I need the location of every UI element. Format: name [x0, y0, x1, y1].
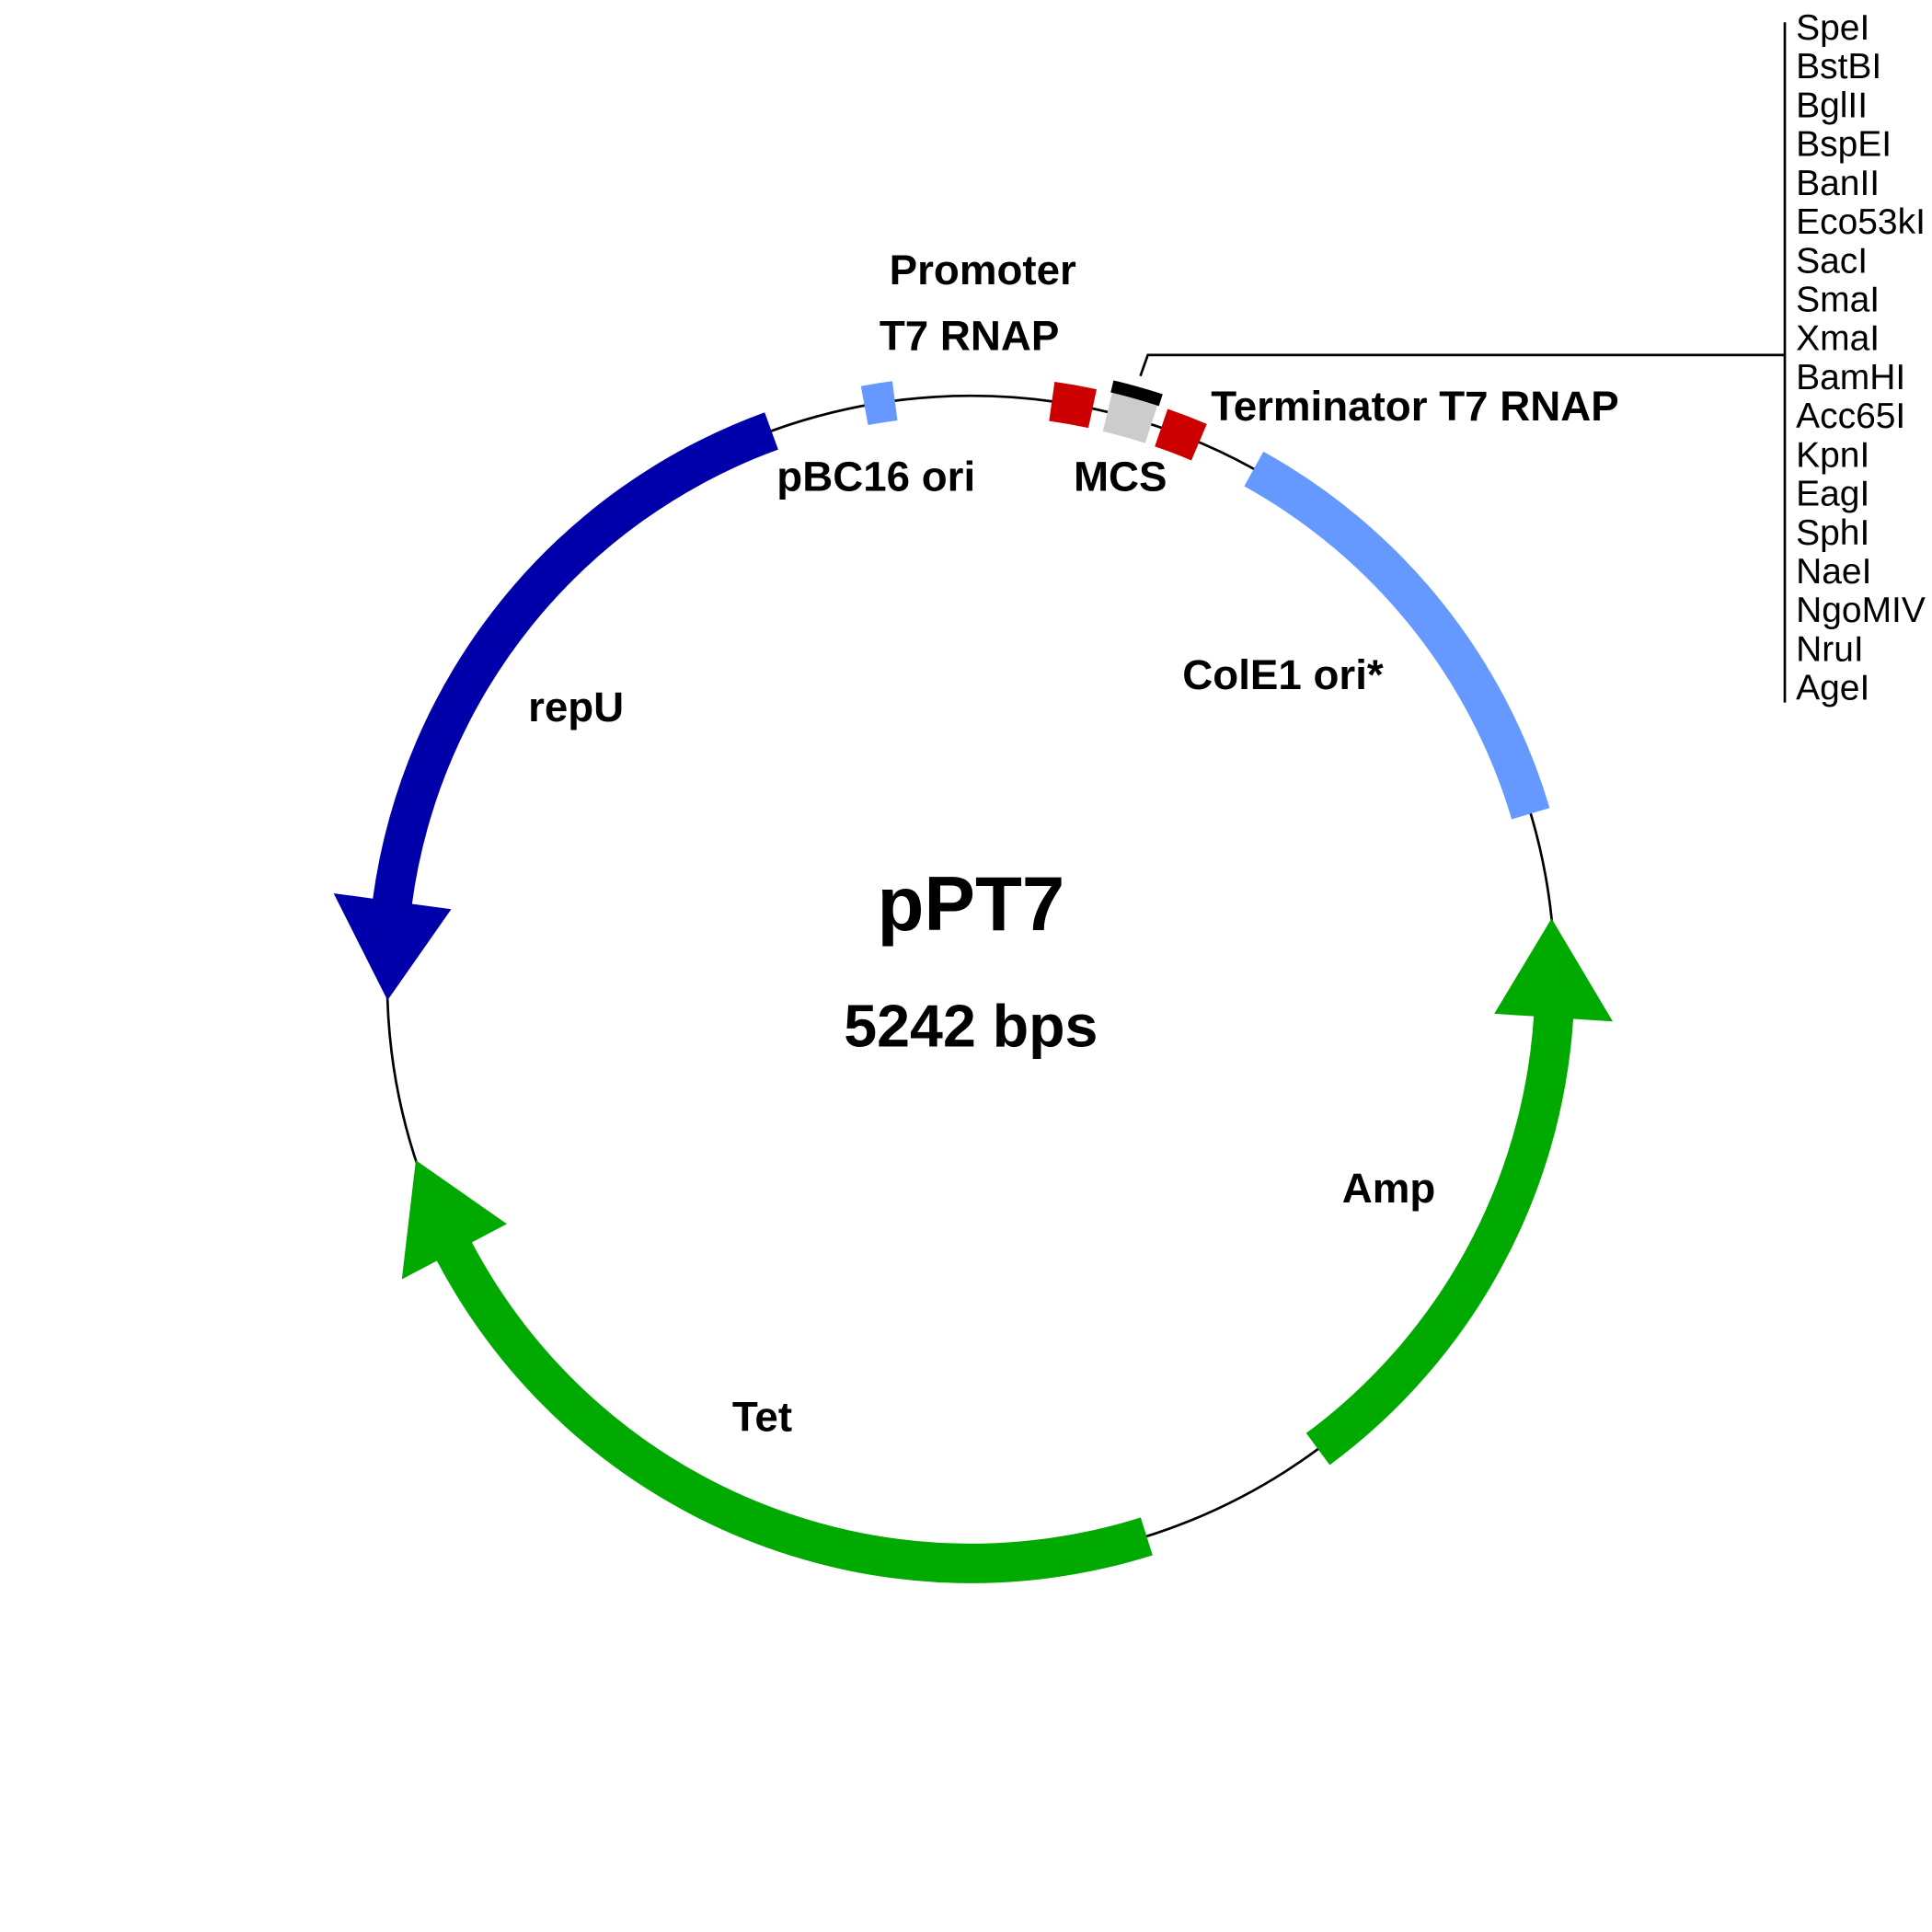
feature-layer — [333, 381, 1613, 1583]
enzyme-label: BamHI — [1796, 358, 1905, 397]
mcs-site-tick — [1153, 392, 1160, 406]
enzyme-label: BspEI — [1796, 125, 1892, 165]
label-repu: repU — [528, 684, 624, 730]
label-pbc16-ori: pBC16 ori — [776, 454, 975, 500]
feature-mcs — [1102, 392, 1158, 443]
enzyme-label: Eco53kI — [1796, 202, 1926, 242]
feature-terminator-t7-rnap — [1155, 408, 1207, 461]
label-promoter-line1: Promoter — [890, 247, 1076, 293]
enzyme-label: Acc65I — [1796, 397, 1905, 436]
enzyme-label: XmaI — [1796, 319, 1880, 359]
enzyme-leader-line — [1139, 353, 1786, 377]
mcs-site-ticks — [1110, 380, 1163, 407]
label-tet: Tet — [732, 1394, 792, 1441]
mcs-site-tick — [1121, 383, 1128, 397]
feature-amp — [1305, 918, 1613, 1466]
label-mcs: MCS — [1074, 454, 1167, 500]
label-promoter-line2: T7 RNAP — [880, 312, 1060, 359]
mcs-site-tick — [1147, 390, 1156, 404]
label-cole1-ori: ColE1 ori* — [1182, 651, 1384, 698]
enzyme-label: SmaI — [1796, 281, 1880, 320]
mcs-site-tick — [1126, 384, 1133, 397]
mcs-site-tick — [1137, 387, 1144, 401]
enzyme-label: BglII — [1796, 86, 1868, 125]
plasmid-size: 5242 bps — [844, 993, 1098, 1059]
label-terminator: Terminator T7 RNAP — [1211, 383, 1619, 430]
mcs-site-tick — [1113, 381, 1120, 395]
label-amp: Amp — [1342, 1165, 1436, 1212]
mcs-site-tick — [1140, 388, 1147, 401]
enzyme-label: SacI — [1796, 241, 1868, 281]
enzyme-label: BanII — [1796, 164, 1880, 203]
mcs-site-tick — [1144, 389, 1153, 403]
enzyme-label: EagI — [1796, 475, 1869, 514]
feature-repu — [333, 412, 778, 1001]
mcs-site-tick — [1132, 385, 1139, 399]
mcs-site-tick — [1150, 391, 1157, 405]
mcs-site-tick — [1123, 384, 1131, 397]
enzyme-label: SphI — [1796, 513, 1869, 553]
enzyme-label: NgoMIV — [1796, 591, 1926, 630]
mcs-site-tick — [1129, 385, 1136, 398]
enzyme-label: BstBI — [1796, 47, 1881, 86]
enzyme-label: AgeI — [1796, 669, 1869, 708]
mcs-site-tick — [1116, 381, 1122, 395]
mcs-site-tick — [1156, 393, 1163, 407]
feature-tet — [401, 1160, 1153, 1583]
enzyme-label: NruI — [1796, 629, 1864, 669]
feature-pbc16-ori — [860, 381, 898, 426]
mcs-site-tick — [1110, 380, 1117, 394]
mcs-site-tick — [1143, 388, 1150, 402]
mcs-site-tick — [1134, 386, 1142, 400]
plasmid-name: pPT7 — [877, 861, 1064, 947]
mcs-site-tick — [1118, 382, 1125, 396]
enzyme-label: KpnI — [1796, 435, 1869, 475]
enzyme-label: SpeI — [1796, 8, 1869, 48]
enzyme-list: SpeIBstBIBglIIBspEIBanIIEco53kISacISmaIX… — [1796, 8, 1926, 708]
feature-cole1-ori — [1244, 451, 1550, 820]
feature-promoter-t7-rnap — [1049, 382, 1097, 429]
enzyme-label: NaeI — [1796, 552, 1871, 592]
